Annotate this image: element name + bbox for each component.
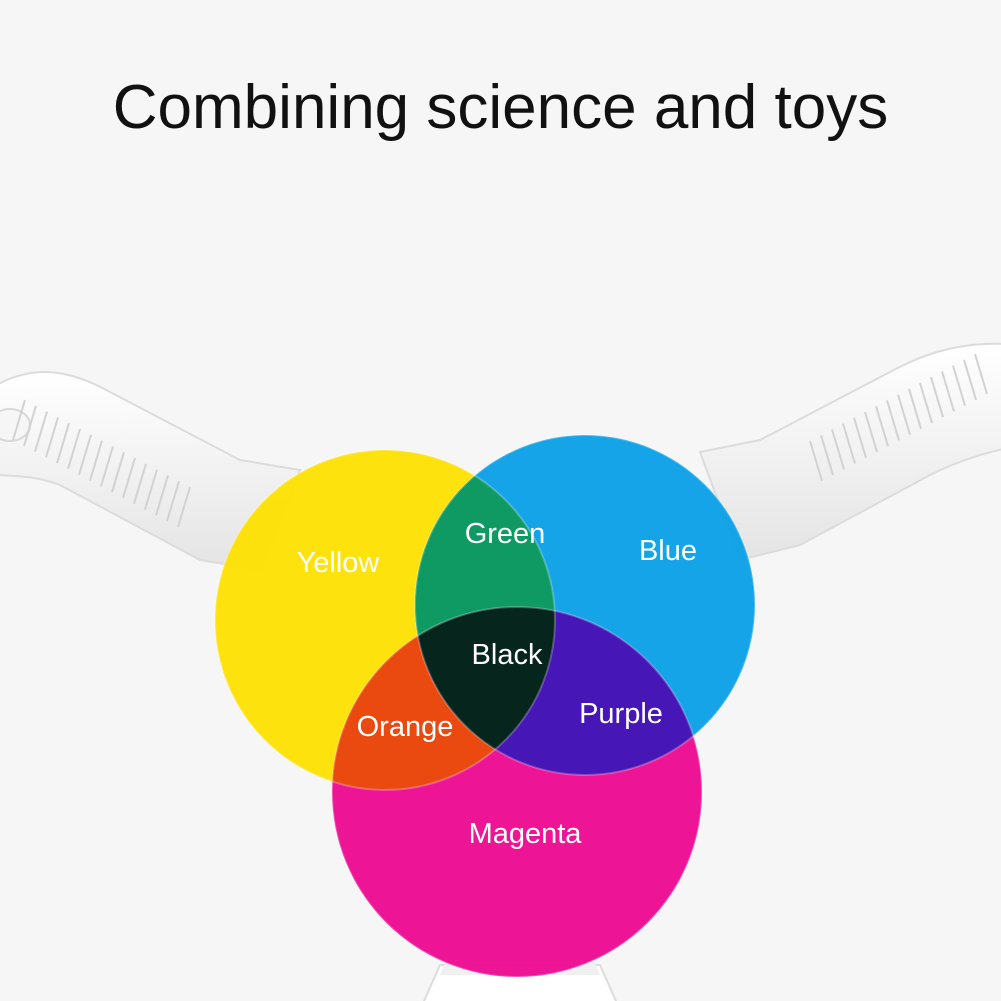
label-magenta: Magenta (469, 818, 583, 850)
label-purple: Purple (579, 698, 663, 730)
label-orange: Orange (357, 711, 454, 743)
left-handle (0, 371, 302, 572)
grip-ridges-right (809, 353, 988, 482)
right-handle (698, 342, 1001, 562)
label-yellow: Yellow (297, 547, 381, 579)
grip-ridges-left (12, 399, 191, 528)
label-green: Green (465, 518, 546, 550)
orange-overlap (332, 607, 555, 790)
label-blue: Blue (639, 535, 697, 567)
headline: Combining science and toys (112, 73, 889, 142)
label-black: Black (472, 639, 543, 671)
